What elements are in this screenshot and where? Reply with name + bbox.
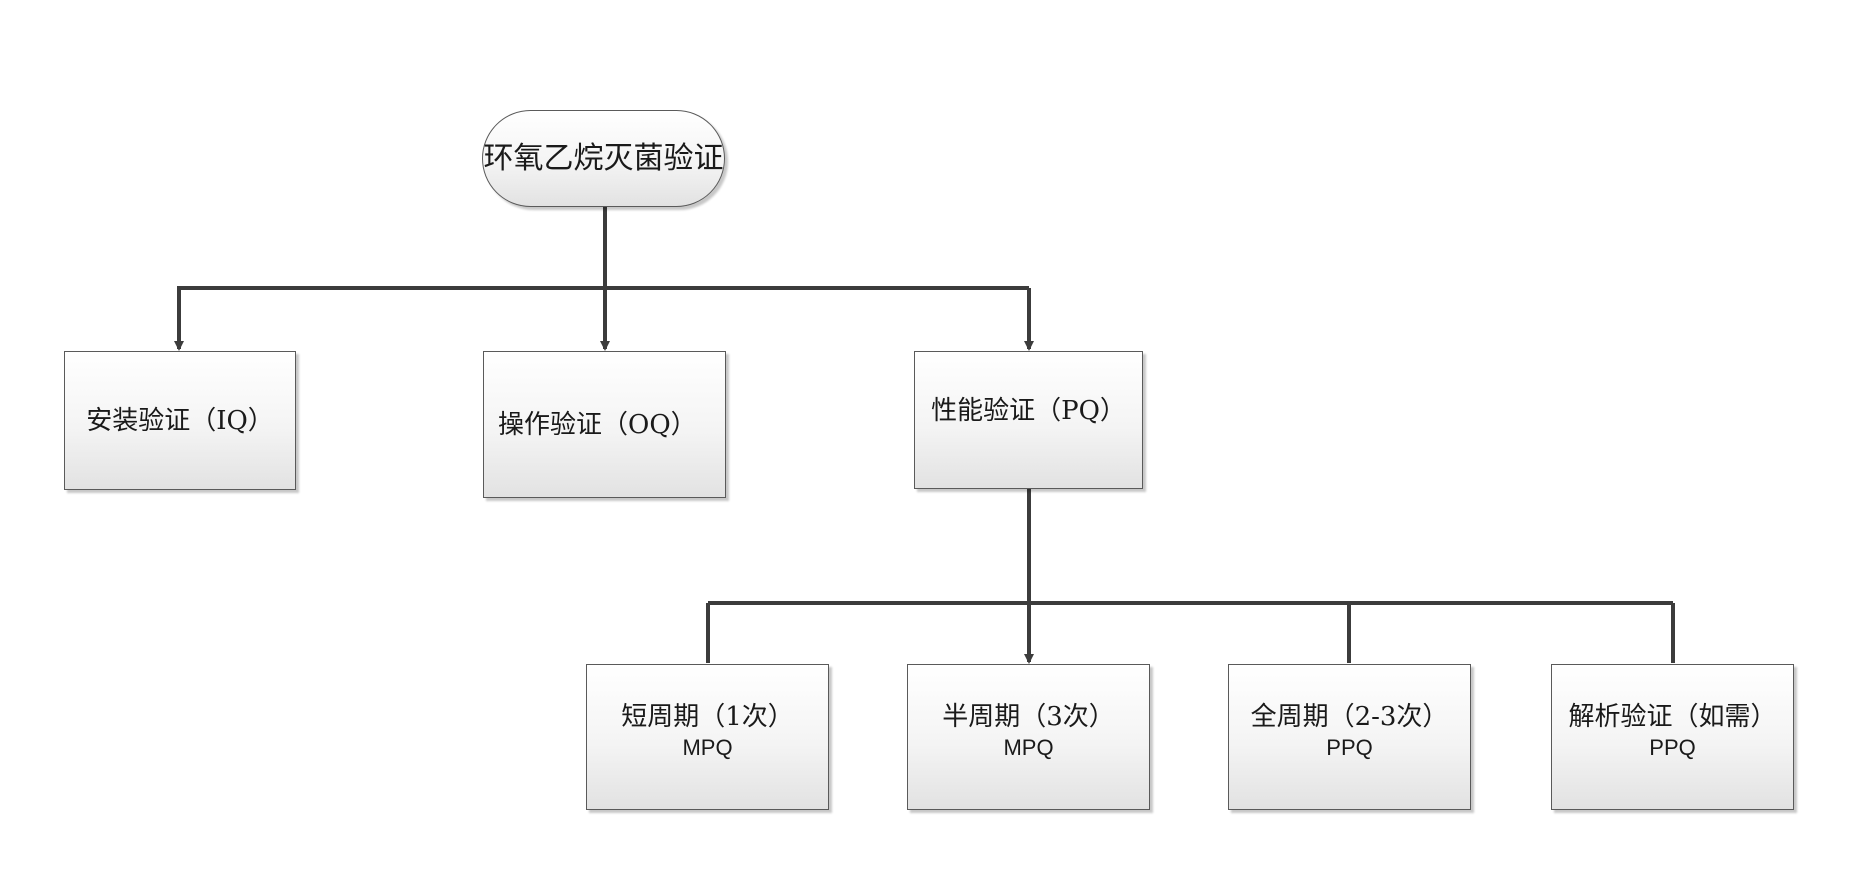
connector-lines — [174, 205, 1675, 664]
half-cycle-label: 半周期（3次） — [942, 702, 1115, 732]
pq-node: 性能验证（PQ） — [914, 351, 1143, 489]
half-cycle-sublabel: MPQ — [1003, 735, 1054, 760]
analysis-label: 解析验证（如需） — [1568, 702, 1777, 732]
half-cycle-node: 半周期（3次） MPQ — [907, 664, 1150, 810]
analysis-sublabel: PPQ — [1649, 735, 1696, 760]
iq-node: 安装验证（IQ） — [64, 351, 296, 490]
short-cycle-sublabel: MPQ — [682, 735, 733, 760]
root-node-label: 环氧乙烷灭菌验证 — [483, 140, 724, 176]
oq-node: 操作验证（OQ） — [483, 351, 726, 498]
short-cycle-label: 短周期（1次） — [621, 702, 794, 732]
analysis-node: 解析验证（如需） PPQ — [1551, 664, 1794, 810]
full-cycle-label: 全周期（2-3次） — [1250, 702, 1449, 732]
pq-node-label: 性能验证（PQ） — [931, 396, 1126, 426]
root-node-eo-sterilization-validation: 环氧乙烷灭菌验证 — [482, 110, 725, 207]
full-cycle-sublabel: PPQ — [1326, 735, 1373, 760]
full-cycle-node: 全周期（2-3次） PPQ — [1228, 664, 1471, 810]
iq-node-label: 安装验证（IQ） — [86, 405, 274, 436]
short-cycle-node: 短周期（1次） MPQ — [586, 664, 829, 810]
oq-node-label: 操作验证（OQ） — [498, 409, 697, 440]
